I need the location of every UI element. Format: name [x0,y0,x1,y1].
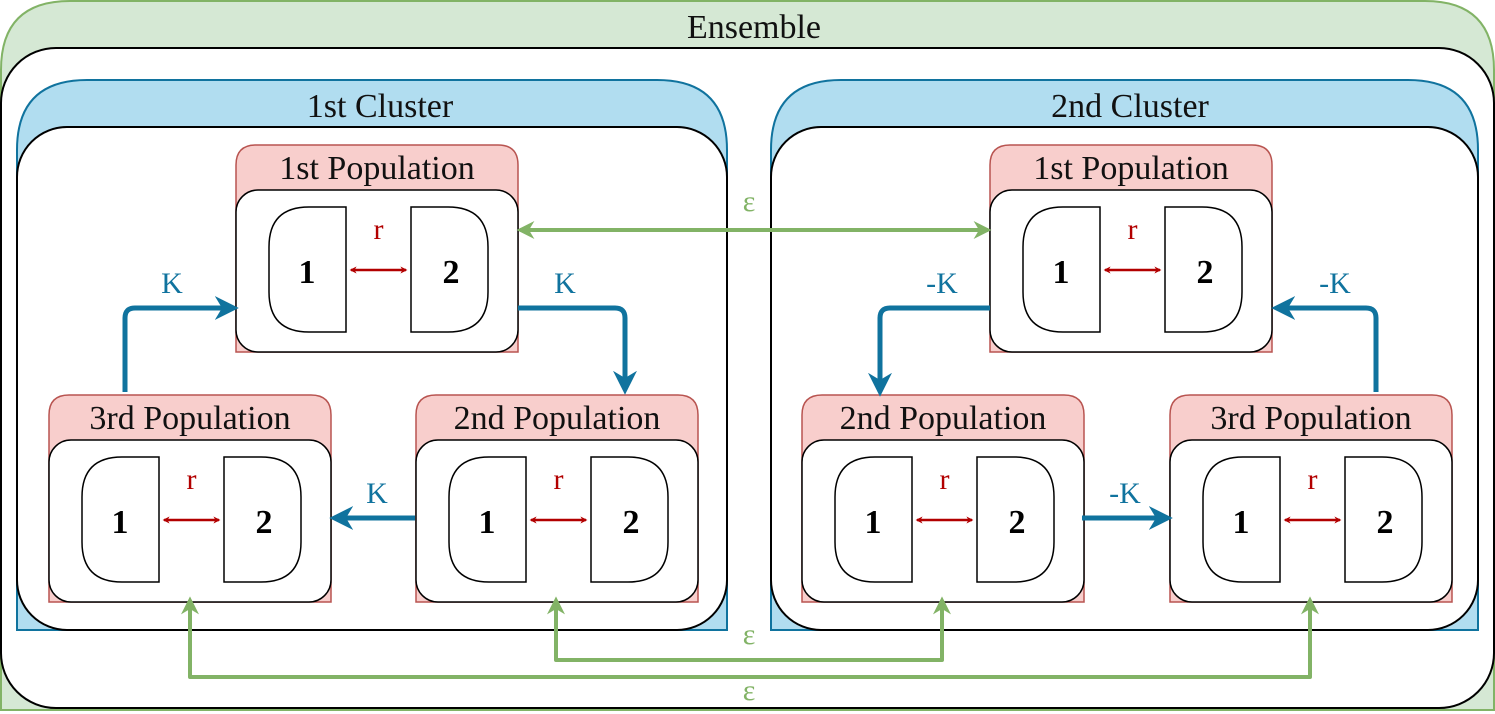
unit-2-label: 2 [1197,254,1214,291]
epsilon-arrow-pop2-pop2 [547,596,951,662]
unit-1-label: 1 [299,254,316,291]
population-c1-p1: 1st Population 1 2 r [235,144,519,353]
unit-2-shape [590,456,669,583]
unit-1-label: 1 [1233,504,1250,541]
epsilon-arrow-pop3-pop3 [181,596,1319,679]
unit-1-label: 1 [112,504,129,541]
population-title: 1st Population [279,150,475,187]
unit-2-shape [1164,206,1243,333]
k-arrow-pop3-to-pop1 [122,296,239,392]
k-label-pop2-to-pop3: K [366,477,388,510]
unit-2-label: 2 [623,504,640,541]
population-c1-p3: 3rd Population 1 2 r [48,394,332,603]
population-title: 2nd Population [454,400,661,437]
population-c2-p2: 2nd Population 1 2 r [801,394,1085,603]
unit-1-shape [834,456,913,583]
inter-cluster-links: ε ε ε [181,185,1319,707]
negk-label-pop2-to-pop3: -K [1109,477,1141,510]
coupling-label: r [1128,213,1138,246]
unit-2-shape [976,456,1055,583]
epsilon-label-pop1: ε [743,185,756,218]
unit-2-label: 2 [256,504,273,541]
epsilon-label-pop2: ε [743,618,756,651]
unit-1-label: 1 [479,504,496,541]
unit-2-label: 2 [1377,504,1394,541]
epsilon-label-pop3: ε [743,674,756,707]
unit-2-shape [1344,456,1423,583]
cluster-2-links: -K -K -K [868,267,1379,530]
unit-1-shape [448,456,527,583]
unit-1-label: 1 [1053,254,1070,291]
coupling-label: r [1308,463,1318,496]
population-c2-p3: 3rd Population 1 2 r [1169,394,1453,603]
unit-1-shape [81,456,160,583]
k-label-pop3-to-pop1: K [161,267,183,300]
population-c1-p2: 2nd Population 1 2 r [415,394,699,603]
cluster-1-title: 1st Cluster [307,88,454,125]
unit-1-label: 1 [865,504,882,541]
coupling-label: r [940,463,950,496]
cluster-2-title: 2nd Cluster [1051,88,1209,125]
unit-1-shape [268,206,347,333]
cluster-1-links: K K K [122,267,637,530]
population-title: 3rd Population [89,400,290,437]
negk-arrow-pop3-to-pop1 [1271,296,1379,392]
coupling-label: r [554,463,564,496]
k-arrow-pop1-to-pop2 [518,305,637,395]
unit-2-label: 2 [443,254,460,291]
unit-1-shape [1022,206,1101,333]
population-title: 3rd Population [1210,400,1411,437]
population-c2-p1: 1st Population 1 2 r [989,144,1273,353]
population-title: 2nd Population [840,400,1047,437]
coupling-label: r [187,463,197,496]
population-title: 1st Population [1033,150,1229,187]
negk-arrow-pop1-to-pop2 [868,305,990,397]
unit-2-shape [223,456,302,583]
unit-2-shape [410,206,489,333]
unit-2-label: 2 [1009,504,1026,541]
negk-label-pop3-to-pop1: -K [1319,267,1351,300]
ensemble-title: Ensemble [687,9,821,46]
unit-1-shape [1202,456,1281,583]
k-label-pop1-to-pop2: K [554,267,576,300]
negk-label-pop1-to-pop2: -K [926,267,958,300]
coupling-label: r [374,213,384,246]
